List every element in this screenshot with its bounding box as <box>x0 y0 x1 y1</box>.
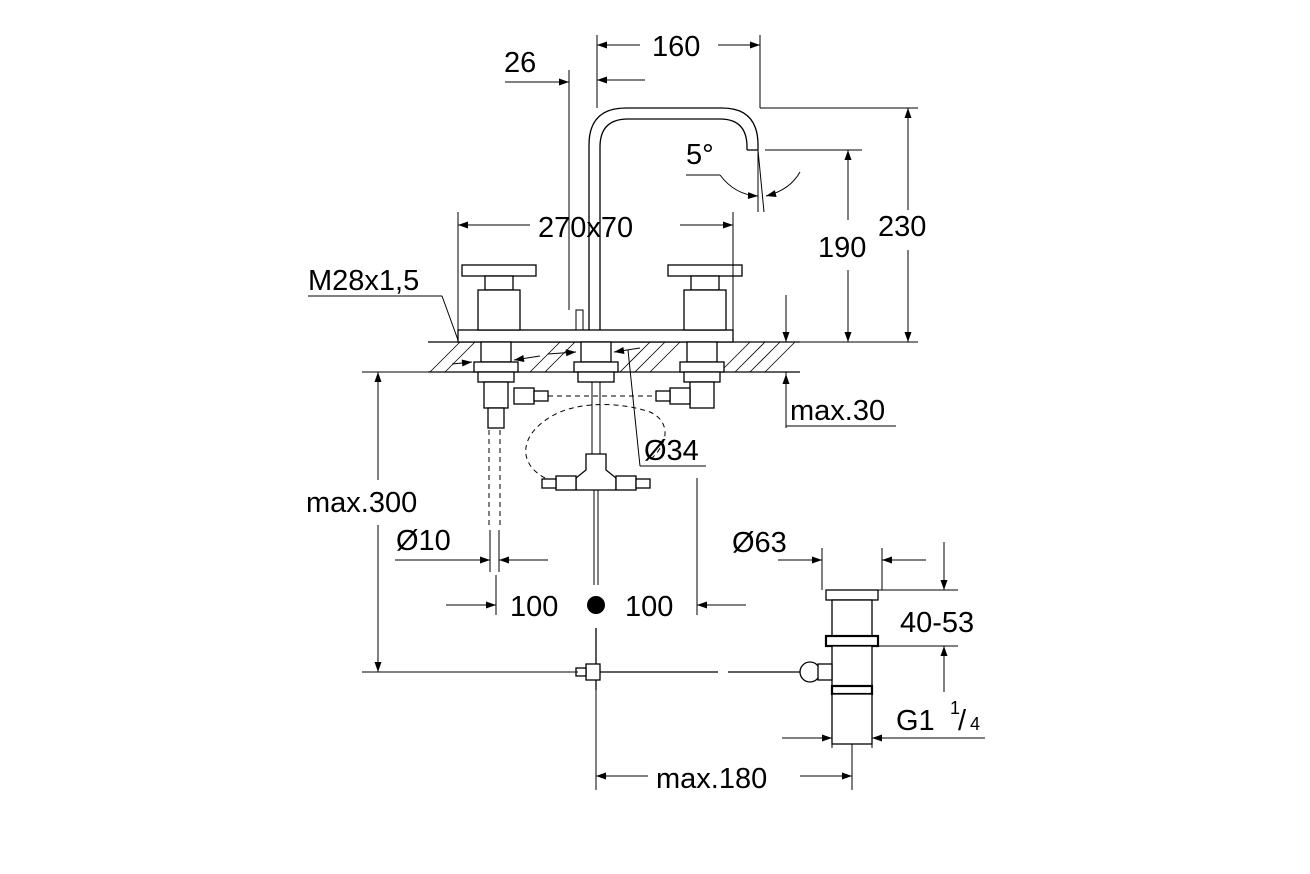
dim-waste-diameter: Ø63 <box>732 527 926 590</box>
left-cross-handle <box>461 264 537 331</box>
dim-waste-thread: G1 1 / 4 <box>782 698 985 748</box>
dim-waste-thickness: 40-53 <box>878 542 974 692</box>
dim-heights: 190 230 <box>733 107 926 343</box>
dim-spout-reach: 160 <box>596 31 761 108</box>
dim-spout-angle: 5° <box>686 139 801 213</box>
label-g-fraction-den: 4 <box>970 714 980 734</box>
label-max-30: max.30 <box>790 395 885 427</box>
dim-pipe-diameter: Ø10 <box>395 525 548 572</box>
dim-max-rod: max.180 <box>595 690 853 795</box>
spout <box>575 107 759 330</box>
dim-thread: M28x1,5 <box>308 265 641 367</box>
label-max-300: max.300 <box>306 487 417 519</box>
label-270x70: 270x70 <box>538 212 633 244</box>
dim-spout-offset: 26 <box>504 47 570 310</box>
label-26: 26 <box>504 47 536 79</box>
center-mark <box>587 596 605 614</box>
under-deck-assembly <box>473 341 725 585</box>
label-diameter-34: Ø34 <box>644 435 699 467</box>
label-diameter-63: Ø63 <box>732 527 787 559</box>
dim-handle-spread: 270x70 <box>457 212 734 330</box>
label-100-left: 100 <box>510 591 558 623</box>
waste-assembly <box>799 589 880 745</box>
label-m28x1-5: M28x1,5 <box>308 265 419 297</box>
label-40-53: 40-53 <box>900 607 974 639</box>
label-5-degrees: 5° <box>686 139 714 171</box>
dim-max-thickness: max.30 <box>782 295 896 428</box>
label-g1: G1 <box>896 705 935 737</box>
dim-center-distances: 100 100 <box>446 478 746 623</box>
label-g-fraction-num: 1 <box>950 698 960 718</box>
label-190: 190 <box>818 232 866 264</box>
dim-hole-diameter: Ø34 <box>627 349 706 467</box>
dim-max-depth: max.300 <box>306 371 578 673</box>
popup-rod <box>575 628 808 690</box>
label-100-right: 100 <box>625 591 673 623</box>
label-max-180: max.180 <box>656 763 767 795</box>
label-g-fraction-slash: / <box>958 705 967 737</box>
deck-plate <box>457 329 734 343</box>
label-160: 160 <box>652 31 700 63</box>
label-230: 230 <box>878 211 926 243</box>
right-cross-handle <box>667 264 743 331</box>
label-diameter-10: Ø10 <box>396 525 451 557</box>
